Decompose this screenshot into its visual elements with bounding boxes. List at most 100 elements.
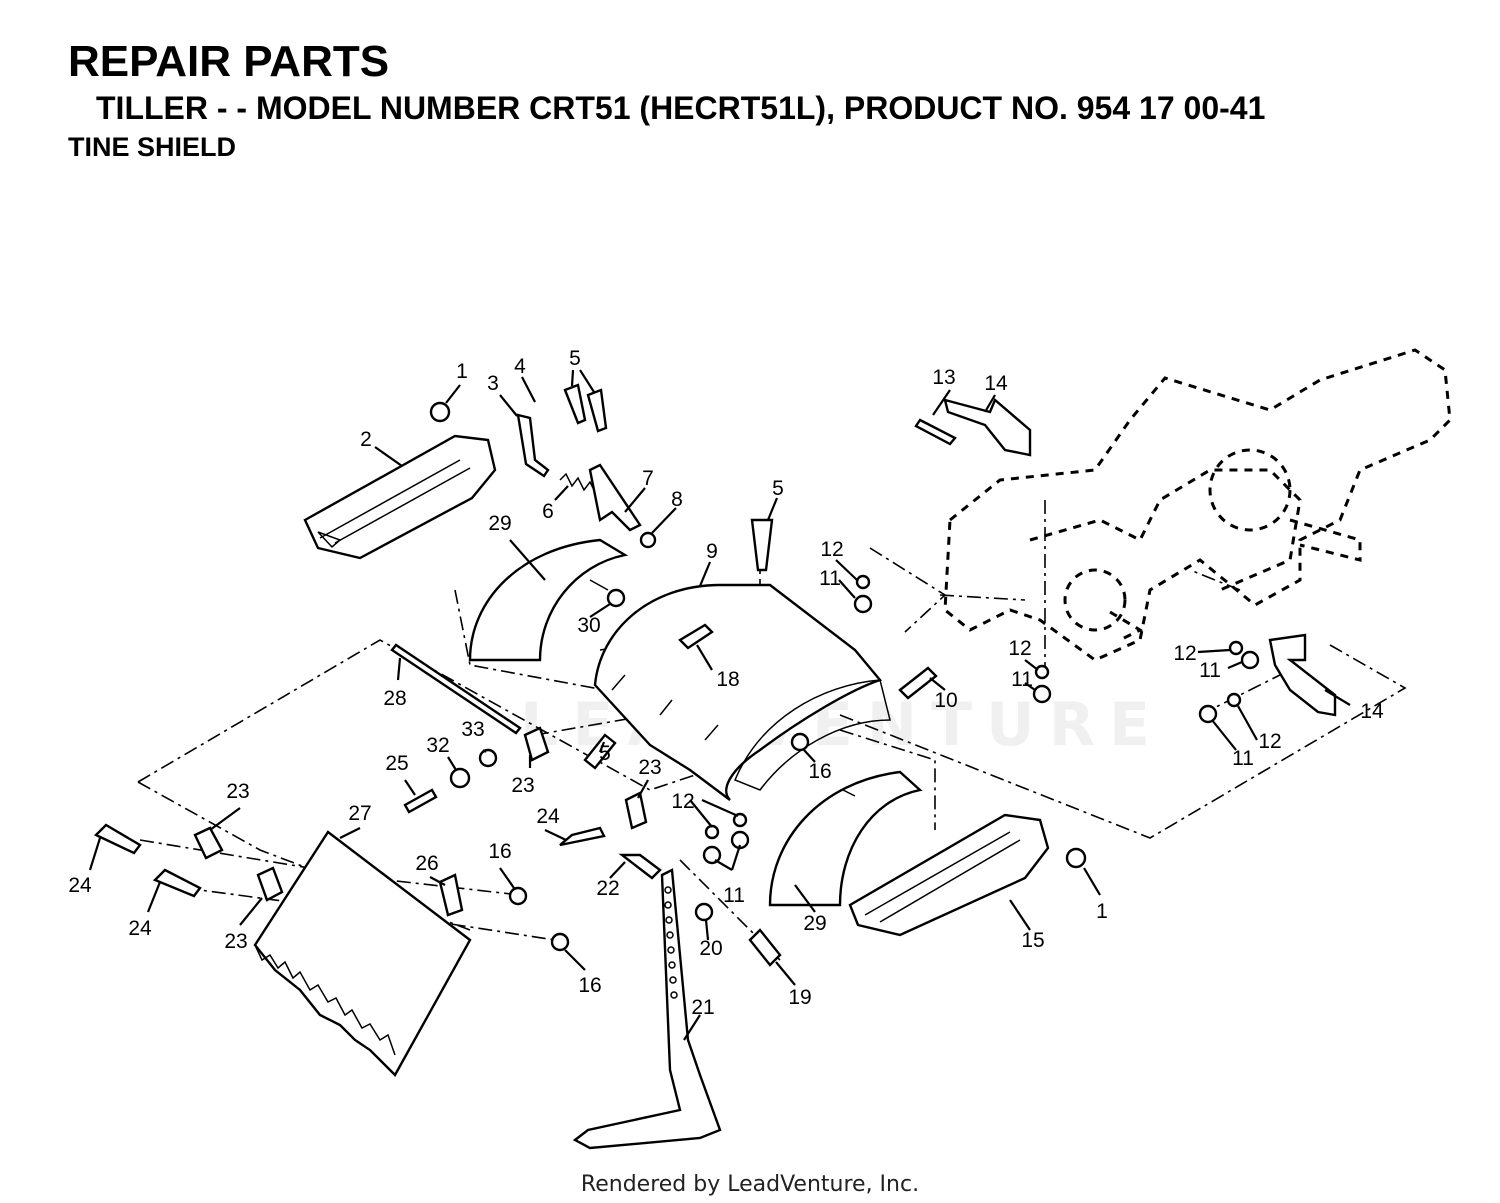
- callout-29: 29: [803, 912, 826, 935]
- tine-shield-hood: [593, 583, 891, 801]
- callout-13: 13: [932, 366, 955, 389]
- callout-10: 10: [934, 689, 957, 712]
- inner-shield-left: [468, 538, 629, 662]
- callout-7: 7: [642, 467, 654, 490]
- callout-1: 1: [456, 360, 468, 383]
- carriage-bolt-5c: [750, 518, 774, 572]
- bolt-22: [618, 853, 662, 880]
- carriage-bolt-5b: [586, 388, 608, 433]
- callout-27: 27: [348, 802, 371, 825]
- rod: [390, 643, 522, 735]
- callout-4: 4: [514, 355, 526, 378]
- callout-28: 28: [383, 687, 406, 710]
- callout-22: 22: [596, 877, 619, 900]
- hinge-23b: [256, 866, 284, 902]
- callout-23: 23: [226, 780, 249, 803]
- bracket-14-lower: [1268, 633, 1337, 717]
- callout-32: 32: [426, 734, 449, 757]
- bolt-10: [898, 666, 938, 700]
- nut-16b: [508, 886, 528, 906]
- callout-16: 16: [488, 840, 511, 863]
- callout-24: 24: [68, 874, 92, 897]
- nut-16a: [790, 732, 810, 752]
- side-plate-right: [848, 813, 1050, 937]
- callout-12: 12: [1258, 730, 1281, 753]
- callout-21: 21: [691, 996, 714, 1019]
- callout-11: 11: [1199, 659, 1221, 682]
- callout-8: 8: [671, 488, 683, 511]
- shield-flap: [253, 830, 472, 1077]
- hinge-23c: [523, 726, 550, 762]
- clip: [438, 873, 464, 917]
- leader-lines: [88, 369, 1351, 1041]
- callout-11: 11: [723, 884, 745, 907]
- header: REPAIR PARTS TILLER - - MODEL NUMBER CRT…: [68, 37, 1266, 163]
- callout-12: 12: [1173, 642, 1196, 665]
- callout-16: 16: [808, 760, 831, 783]
- nut-32: [449, 767, 471, 789]
- callout-12: 12: [671, 790, 694, 813]
- callout-24: 24: [128, 917, 152, 940]
- callout-11: 11: [819, 567, 841, 590]
- callout-2: 2: [360, 428, 372, 451]
- bracket-14-upper: [943, 398, 1032, 457]
- callout-14: 14: [1360, 700, 1384, 723]
- callout-18: 18: [716, 668, 739, 691]
- nut-11d: [1198, 704, 1218, 724]
- carriage-bolt-5a: [563, 383, 587, 425]
- nut-20: [694, 902, 714, 922]
- callout-11: 11: [1011, 668, 1033, 691]
- callout-14: 14: [984, 372, 1008, 395]
- callout-11: 11: [1232, 747, 1254, 770]
- lever-rod: [516, 413, 550, 478]
- fasteners: [429, 401, 1260, 952]
- footer-credit: Rendered by LeadVenture, Inc.: [580, 1172, 920, 1197]
- hinge-23a: [193, 826, 224, 860]
- callout-25: 25: [385, 752, 408, 775]
- section-title: TINE SHIELD: [68, 132, 237, 162]
- pin: [748, 928, 782, 967]
- callout-5: 5: [772, 477, 784, 500]
- callout-15: 15: [1021, 929, 1044, 952]
- callout-30: 30: [577, 614, 600, 637]
- washer-12f: [732, 812, 748, 828]
- callout-12: 12: [1008, 637, 1031, 660]
- callout-6: 6: [542, 500, 554, 523]
- bolt-13: [914, 418, 957, 446]
- inner-shield-right: [768, 770, 923, 907]
- model-subtitle: TILLER - - MODEL NUMBER CRT51 (HECRT51L)…: [96, 90, 1266, 126]
- pin-25: [403, 788, 438, 814]
- callout-20: 20: [699, 937, 722, 960]
- nut-1a: [429, 401, 451, 423]
- depth-bar: [572, 868, 722, 1150]
- hinge-23d: [624, 791, 648, 830]
- side-plate-left: [303, 434, 497, 560]
- tiller-frame-outline: [943, 348, 1452, 662]
- callout-1: 1: [1096, 900, 1108, 923]
- callout-19: 19: [788, 986, 811, 1009]
- washer-12d: [1226, 692, 1242, 708]
- callout-5: 5: [599, 742, 611, 765]
- callout-12: 12: [820, 538, 843, 561]
- washer-33: [478, 748, 498, 768]
- bolt-24a: [93, 823, 142, 855]
- nut-8: [639, 531, 657, 549]
- washer-12b: [1034, 664, 1050, 680]
- washer-12e: [704, 824, 720, 840]
- nut-11b: [1032, 684, 1052, 704]
- callout-33: 33: [461, 718, 484, 741]
- bracket: [588, 463, 642, 532]
- callout-23: 23: [638, 756, 661, 779]
- bolt-24b: [152, 868, 202, 898]
- nut-11c: [1240, 650, 1260, 670]
- bolt-18: [678, 623, 714, 650]
- callout-29: 29: [488, 512, 511, 535]
- nut-11a: [853, 594, 873, 614]
- depth-bar-holes: [664, 886, 678, 999]
- page-title: REPAIR PARTS: [68, 37, 390, 86]
- callout-24: 24: [536, 805, 560, 828]
- callout-5: 5: [569, 347, 581, 370]
- callout-9: 9: [706, 540, 718, 563]
